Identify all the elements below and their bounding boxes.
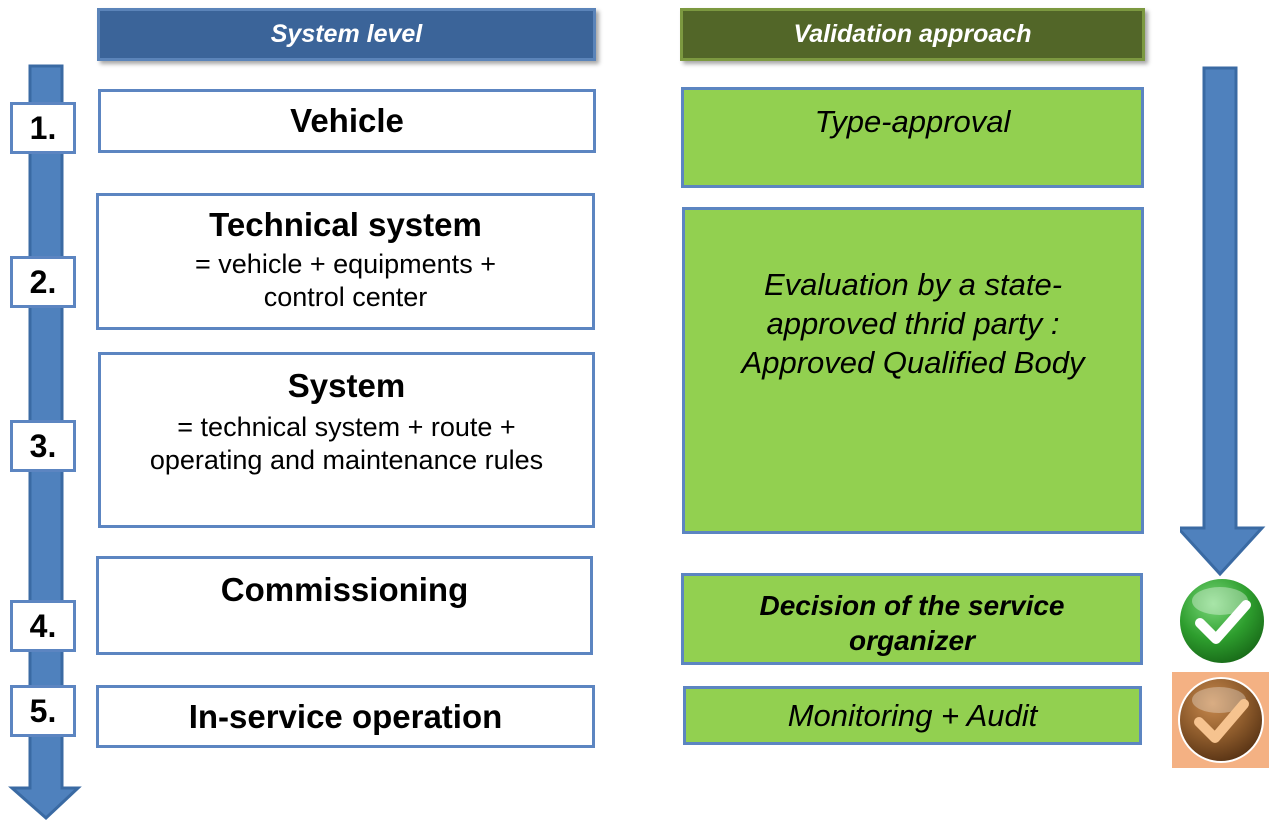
validation-qualified-body-text: Evaluation by a state-approved thrid par… (741, 267, 1085, 380)
validation-box-qualified-body: Evaluation by a state-approved thrid par… (682, 207, 1144, 534)
validation-box-monitoring: Monitoring + Audit (683, 686, 1142, 745)
step-number-3: 3. (10, 420, 76, 472)
level-box-system: System = technical system + route + oper… (98, 352, 595, 528)
header-validation-approach: Validation approach (680, 8, 1145, 61)
check-icon-brown (1178, 677, 1264, 763)
header-validation-label: Validation approach (793, 20, 1032, 48)
check-icon-green (1178, 577, 1266, 665)
validation-decision-text: Decision of the service organizer (759, 590, 1065, 656)
level-sub-system: = technical system + route + operating a… (149, 412, 544, 475)
validation-box-decision: Decision of the service organizer (681, 573, 1143, 665)
validation-box-type-approval: Type-approval (681, 87, 1144, 188)
header-system-level-label: System level (270, 20, 423, 48)
step-number-5: 5. (10, 685, 76, 737)
validation-type-approval-text: Type-approval (814, 104, 1011, 139)
level-sub-technical-system: = vehicle + equipments + control center (195, 249, 496, 312)
validation-monitoring-text: Monitoring + Audit (787, 697, 1038, 733)
level-title-commissioning: Commissioning (220, 571, 469, 608)
level-box-vehicle: Vehicle (98, 89, 596, 153)
level-title-technical-system: Technical system (209, 206, 482, 243)
header-system-level: System level (97, 8, 596, 61)
step-number-4: 4. (10, 600, 76, 652)
level-title-system: System (287, 367, 406, 404)
level-box-in-service: In-service operation (96, 685, 595, 748)
level-title-in-service: In-service operation (188, 697, 503, 735)
level-title-vehicle: Vehicle (290, 102, 404, 139)
level-box-commissioning: Commissioning (96, 556, 593, 655)
step-number-1: 1. (10, 102, 76, 154)
validation-flow-arrow-icon (1180, 66, 1266, 577)
level-box-technical-system: Technical system = vehicle + equipments … (96, 193, 595, 330)
step-number-2: 2. (10, 256, 76, 308)
